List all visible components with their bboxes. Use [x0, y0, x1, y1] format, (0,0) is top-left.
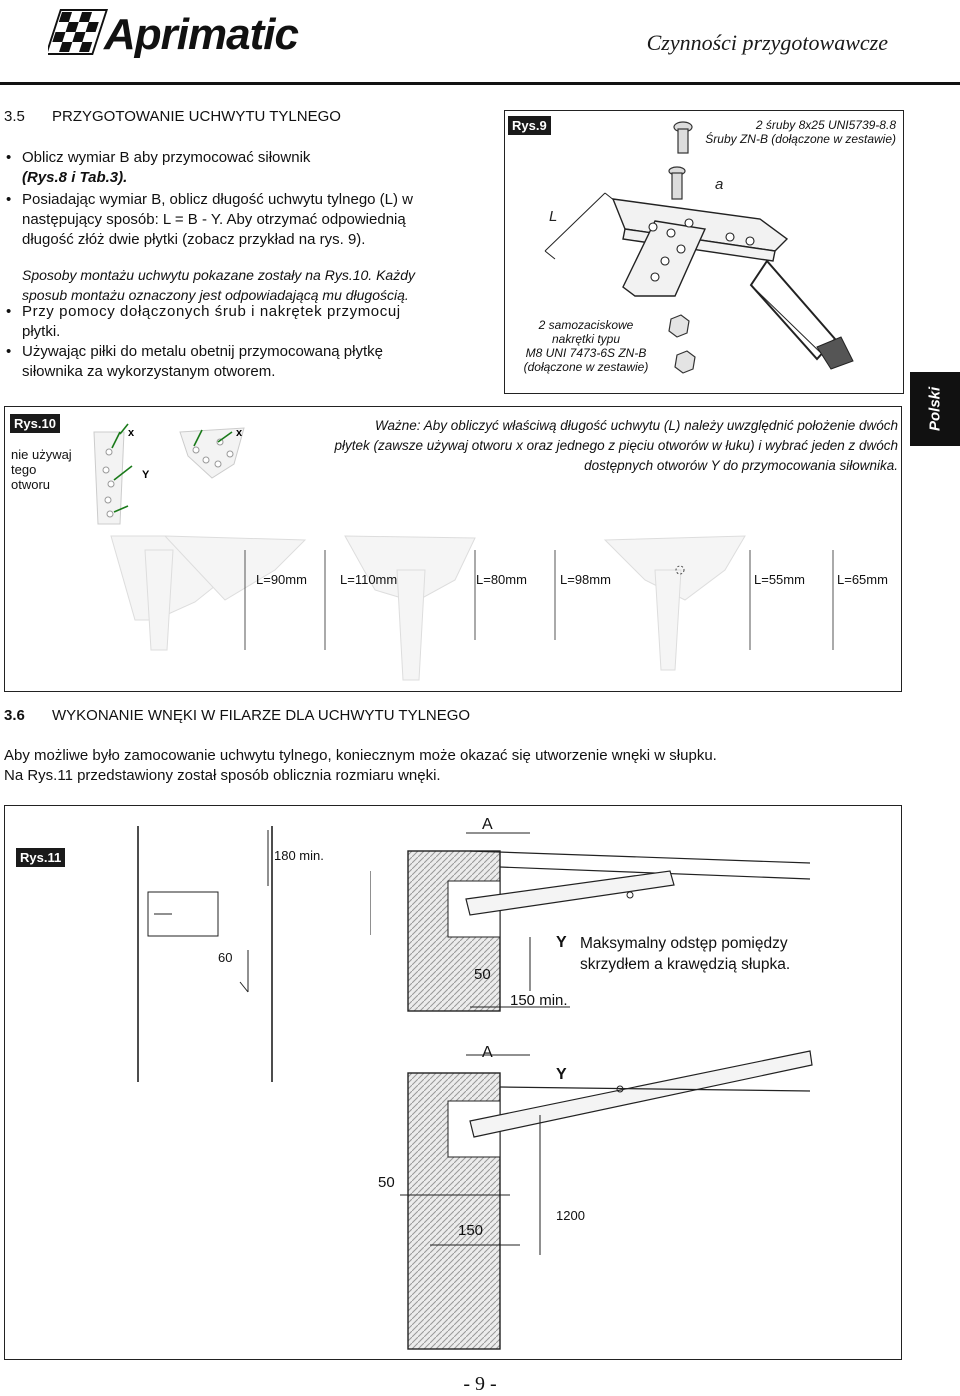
svg-text:x: x: [128, 427, 135, 439]
header-rule: [0, 82, 960, 85]
note-line-2: płytek (zawsze używaj otworu x oraz jedn…: [334, 438, 899, 453]
bullet-2-line-1: Posiadając wymiar B, oblicz długość uchw…: [22, 191, 414, 208]
rys11-figure: [4, 805, 902, 1360]
length-option: L=80mm: [476, 572, 527, 587]
section-3-6-paragraph: Aby możliwe było zamocowanie uchwytu tyl…: [4, 746, 904, 786]
mounting-note-line-1: Sposoby montażu uchwytu pokazane zostały…: [22, 267, 415, 283]
para-line-1: Aby możliwe było zamocowanie uchwytu tyl…: [4, 747, 717, 764]
rys10-figure: [4, 406, 902, 692]
nuts-line-4: (dołączone w zestawie): [523, 360, 649, 374]
length-option: L=65mm: [837, 572, 888, 587]
note-line-3: dostępnych otworów Y do przymocowania si…: [584, 458, 898, 473]
svg-text:x: x: [236, 427, 243, 439]
rys10-tag: Rys.10: [10, 414, 60, 433]
dim-1200: 1200: [556, 1208, 585, 1223]
svg-text:Y: Y: [142, 469, 150, 481]
unused-line-2: tego: [11, 462, 37, 477]
bullet-3-line-1: Przy pomocy dołączonych śrub i nakrętek …: [22, 303, 401, 320]
dim-150-top: 150 min.: [510, 992, 568, 1009]
mounting-note-line-2: sposub montażu oznaczony jest odpowiadaj…: [22, 287, 409, 303]
screws-line-1: 2 śruby 8x25 UNI5739-8.8: [755, 118, 896, 132]
mounting-note: Sposoby montażu uchwytu pokazane zostały…: [22, 265, 492, 305]
length-option: L=110mm: [340, 572, 398, 587]
bracket-drawing: L a: [544, 121, 854, 374]
section-3-5-title: PRZYGOTOWANIE UCHWYTU TYLNEGO: [52, 108, 341, 125]
bullet-4: • Używając piłki do metalu obetnij przym…: [6, 342, 486, 382]
dim-50-top: 50: [474, 966, 491, 983]
aprimatic-logo: [48, 9, 109, 55]
length-option: L=98mm: [560, 572, 611, 587]
unused-hole-label: nie używaj tego otworu: [10, 446, 84, 496]
dim-Y-bottom: Y: [556, 1066, 567, 1083]
unused-line-3: otworu: [11, 477, 51, 492]
nut-icon: [668, 314, 696, 374]
bullet-2: • Posiadając wymiar B, oblicz długość uc…: [6, 190, 486, 250]
nuts-line-2: nakrętki typu: [551, 332, 621, 346]
bullet-1-line-1: Oblicz wymiar B aby przymocować siłownik: [22, 149, 311, 166]
rys9-figure: [504, 110, 904, 394]
mounting-options-drawing: [110, 535, 834, 681]
svg-text:a: a: [715, 176, 723, 193]
dim-180: 180 min.: [274, 848, 324, 863]
header-title: Czynności przygotowawcze: [646, 30, 888, 55]
bullet-3: • Przy pomocy dołączonych śrub i nakręte…: [6, 302, 486, 342]
nuts-line-3: M8 UNI 7473-6S ZN-B: [525, 346, 647, 360]
gap-caption: Maksymalny odstęp pomiędzy skrzydłem a k…: [580, 933, 790, 975]
dim-60: 60: [218, 950, 233, 965]
rys9-screws-caption: 2 śruby 8x25 UNI5739-8.8 Śruby ZN-B (doł…: [660, 118, 896, 146]
gap-line-1: Maksymalny odstęp pomiędzy: [580, 935, 788, 952]
page-number: - 9 -: [463, 1373, 497, 1395]
screw-icon: [668, 121, 693, 200]
nuts-line-1: 2 samozaciskowe: [538, 318, 634, 332]
post-top-view-drawing: [370, 832, 813, 1350]
plates-legend-drawing: x x Y: [93, 423, 245, 525]
svg-text:L: L: [549, 208, 557, 225]
bullet-dot: •: [6, 343, 12, 360]
bullet-1: • Oblicz wymiar B aby przymocować siłown…: [6, 148, 476, 188]
section-3-6-title: WYKONANIE WNĘKI W FILARZE DLA UCHWYTU TY…: [52, 707, 471, 724]
bullet-2-line-2: następujący sposób: L = B - Y. Aby otrzy…: [22, 211, 406, 228]
length-option: L=90mm: [256, 572, 307, 587]
rys9-nuts-caption: 2 samozaciskowe nakrętki typu M8 UNI 747…: [516, 318, 656, 374]
bullet-dot: •: [6, 149, 12, 166]
dim-A-top: A: [482, 816, 493, 833]
bullet-4-line-1: Używając piłki do metalu obetnij przymoc…: [22, 343, 383, 360]
post-front-drawing: [137, 826, 273, 1082]
dim-Y-top: Y: [556, 934, 567, 951]
bullet-dot: •: [6, 191, 12, 208]
bullet-1-line-2: (Rys.8 i Tab.3).: [22, 169, 128, 186]
dim-50-bottom: 50: [378, 1174, 395, 1191]
rys11-tag: Rys.11: [16, 848, 66, 867]
dim-150-bottom: 150: [458, 1222, 484, 1239]
section-3-6-number: 3.6: [4, 707, 25, 724]
important-note: Ważne: Aby obliczyć właściwą długość uch…: [290, 416, 899, 476]
bullet-4-line-2: siłownika za wykorzystanym otworem.: [22, 363, 276, 380]
unused-line-1: nie używaj: [11, 447, 72, 462]
bullet-dot: •: [6, 303, 12, 320]
length-option: L=55mm: [754, 572, 805, 587]
section-3-5-number: 3.5: [4, 108, 25, 125]
bullet-2-line-3: długość złóż dwie płytki (zobacz przykła…: [22, 231, 366, 248]
gap-line-2: skrzydłem a krawędzią słupka.: [580, 956, 791, 973]
para-line-2: Na Rys.11 przedstawiony został sposób ob…: [4, 767, 441, 784]
language-tab: [910, 372, 960, 446]
note-line-1: Ważne: Aby obliczyć właściwą długość uch…: [374, 418, 898, 433]
bullet-3-line-2: płytki.: [22, 323, 61, 340]
language-tab-label: Polski: [926, 386, 944, 432]
dim-A-bottom: A: [482, 1044, 493, 1061]
screws-line-2: Śruby ZN-B (dołączone w zestawie): [705, 132, 896, 146]
brand-wordmark: Aprimatic: [104, 10, 299, 59]
rys9-tag: Rys.9: [508, 116, 551, 135]
